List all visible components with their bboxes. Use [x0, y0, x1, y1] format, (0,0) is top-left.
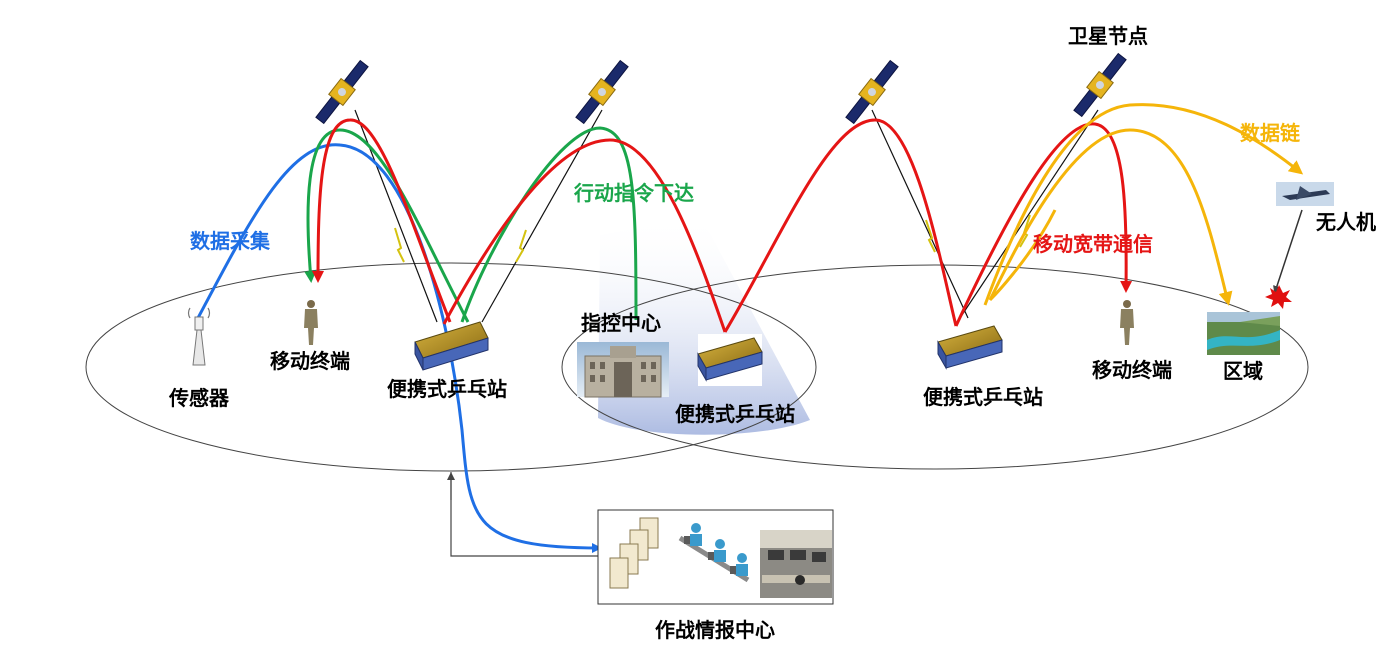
- coverage-ellipse-right: [561, 264, 1309, 470]
- portable-station-left-label: 便携式乒乓站: [387, 377, 507, 401]
- intel-center-label: 作战情报中心: [655, 618, 775, 642]
- mobile-terminal-right-label: 移动终端: [1092, 358, 1172, 382]
- broadband-link-1: [312, 118, 452, 323]
- ground-station-icon: [414, 321, 489, 371]
- soldier-icon: [304, 300, 318, 345]
- broadband-link-2: [442, 138, 727, 333]
- uav-attack-arrow: [1273, 209, 1303, 294]
- satellite-icon: [315, 59, 369, 125]
- soldier-icon: [1120, 300, 1134, 345]
- portable-station-right-label: 便携式乒乓站: [923, 385, 1043, 409]
- satellite-icon: [845, 59, 899, 125]
- data-collection-label: 数据采集: [190, 229, 271, 253]
- operator-workstation-icon: [678, 523, 750, 583]
- command-dispatch-label: 行动指令下达: [573, 181, 694, 205]
- data-link-area: [988, 128, 1233, 306]
- satellite-node-label: 卫星节点: [1068, 24, 1148, 48]
- command-link-left: [304, 128, 470, 323]
- satellite-icon: [575, 59, 629, 125]
- broadband-link-4: [954, 122, 1133, 327]
- sensor-label: 传感器: [168, 386, 230, 410]
- control-room-icon: [760, 530, 832, 598]
- area-label: 区域: [1223, 359, 1263, 383]
- data-link-uav: [983, 103, 1304, 306]
- coverage-ellipse-left: [85, 262, 817, 472]
- satellite-icon: [1073, 52, 1127, 118]
- portable-station-center-label: 便携式乒乓站: [675, 402, 795, 426]
- explosion-icon: [1265, 285, 1292, 309]
- ground-station-icon: [937, 325, 1003, 370]
- data-link-label: 数据链: [1240, 121, 1301, 145]
- mobile-terminal-left-label: 移动终端: [270, 349, 350, 373]
- uav-icon: [1276, 182, 1334, 206]
- data-collection-link: [196, 143, 602, 553]
- building-icon: [577, 342, 669, 398]
- server-icon: [609, 517, 659, 589]
- command-link-right: [460, 126, 638, 323]
- uav-label: 无人机: [1316, 210, 1376, 234]
- ground-station-icon: [697, 334, 763, 386]
- mobile-broadband-label: 移动宽带通信: [1033, 232, 1153, 256]
- broadband-link-3: [723, 118, 958, 333]
- sensor-antenna-icon: [187, 307, 211, 366]
- command-center-label: 指控中心: [581, 311, 661, 335]
- river-landscape-icon: [1207, 312, 1280, 355]
- data-link-loop: [988, 209, 1057, 302]
